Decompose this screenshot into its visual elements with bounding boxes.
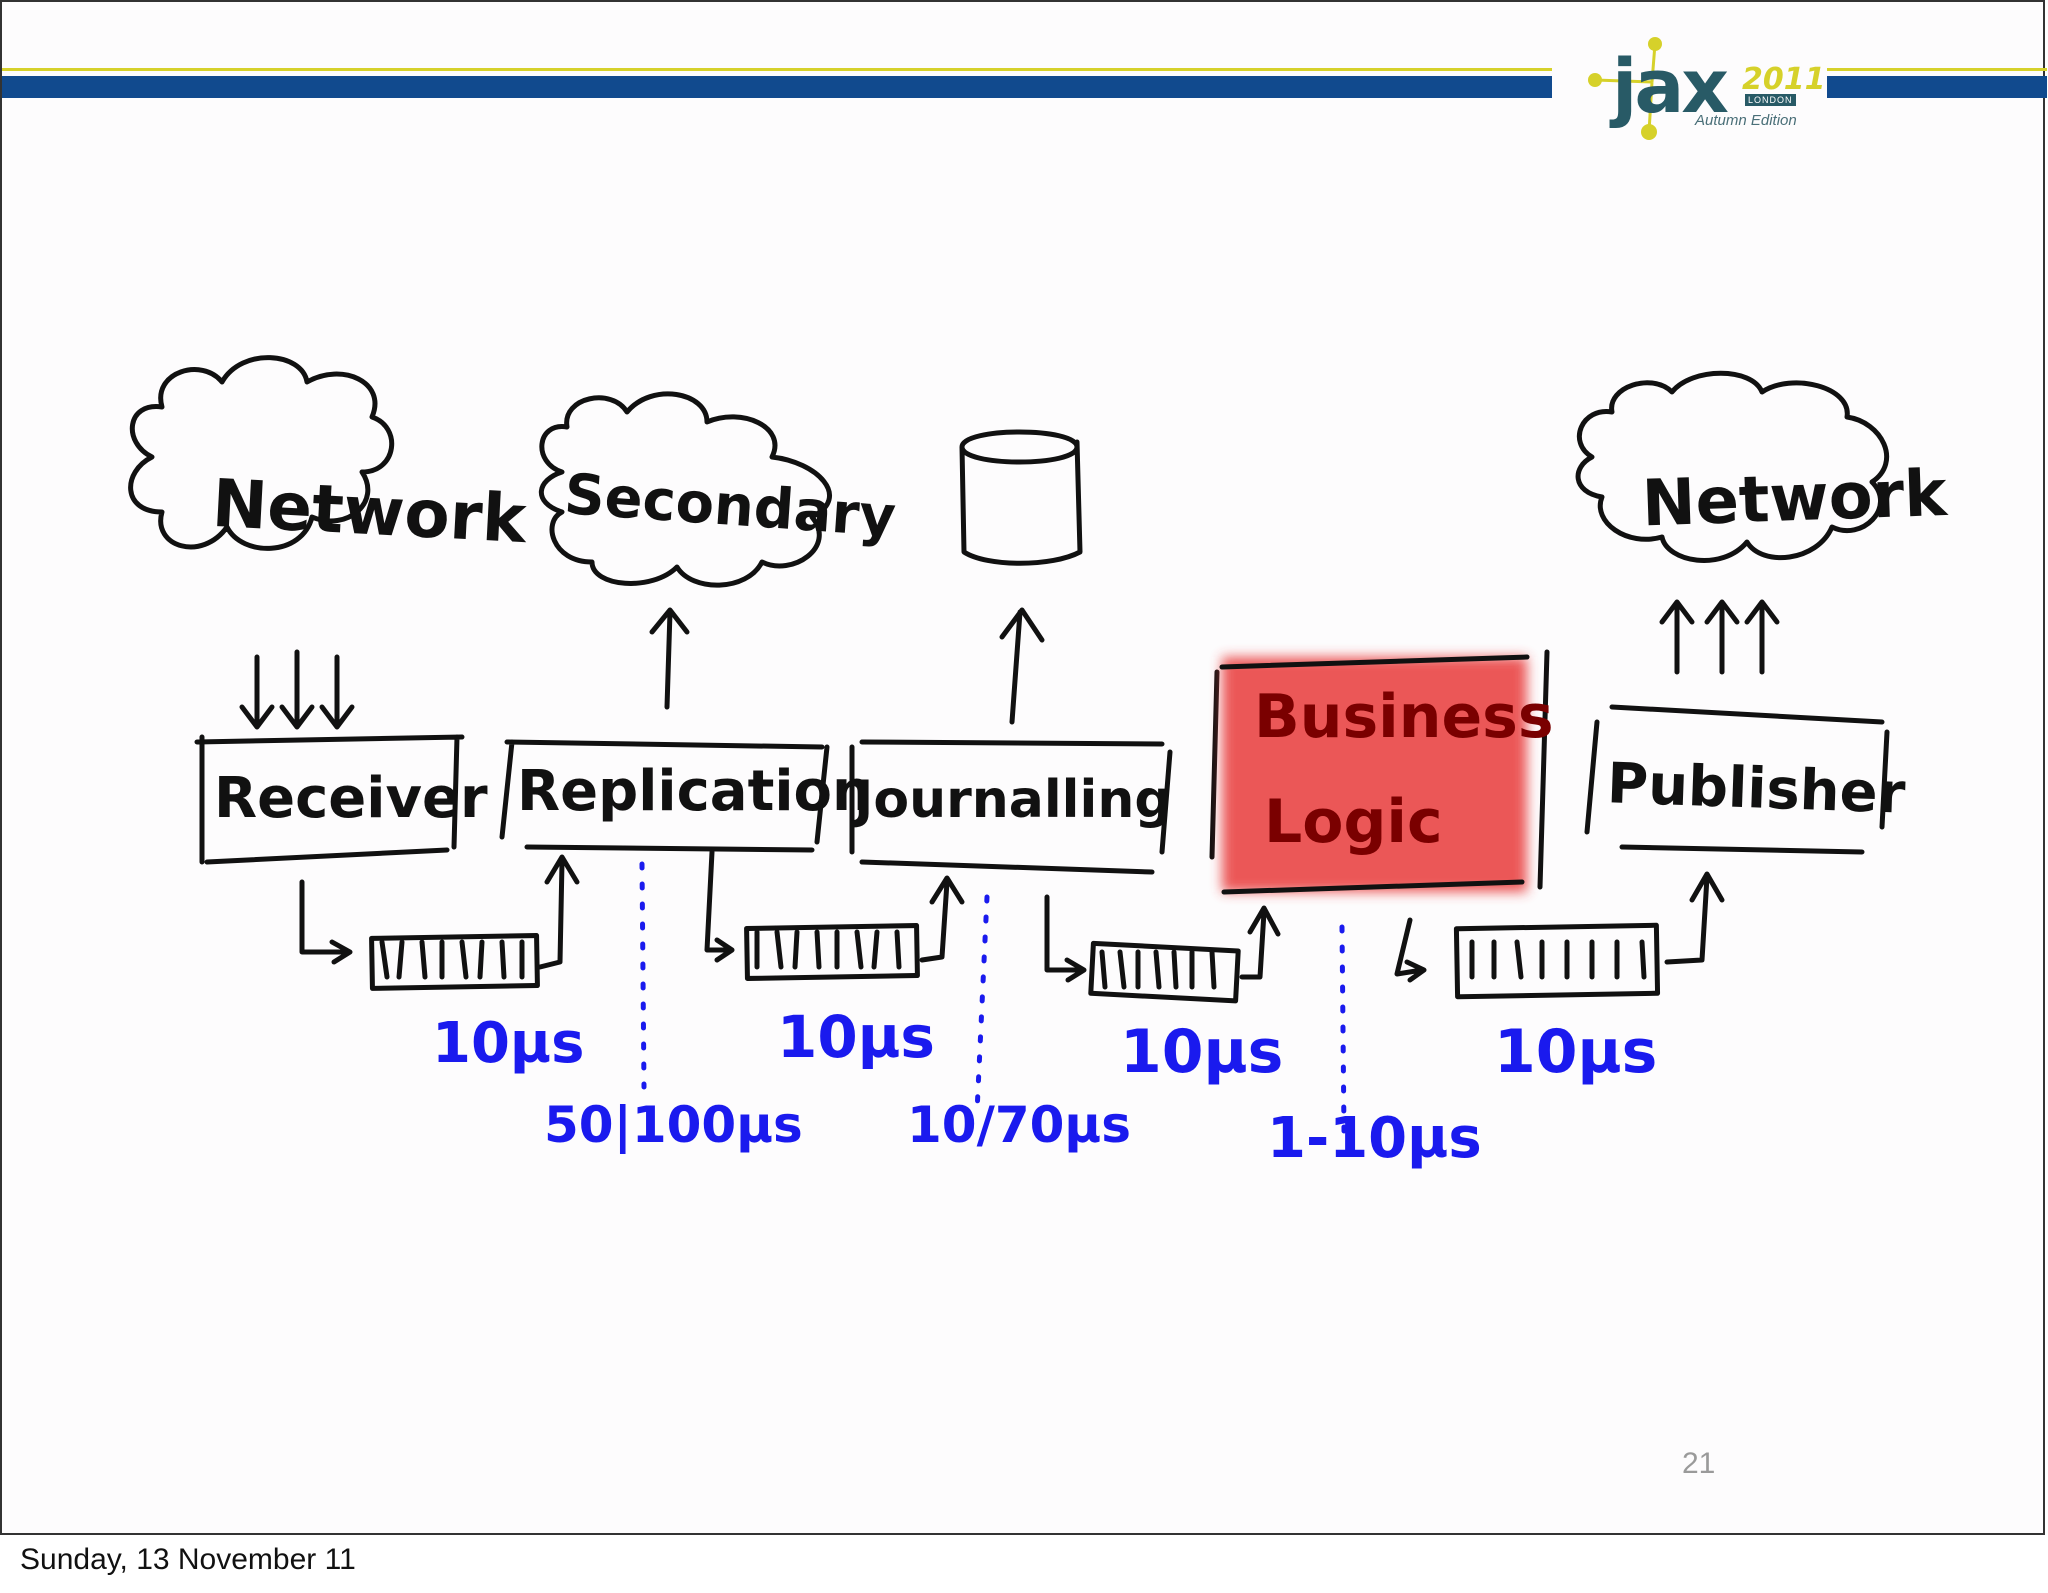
queue-1-latency: 10µs	[432, 1011, 584, 1076]
receiver-label: Receiver	[214, 766, 488, 831]
logo-wordmark: jax	[1612, 44, 1729, 130]
logo-year: 2011	[1742, 62, 1826, 97]
header-thin-line-right	[1827, 68, 2047, 71]
publisher-box	[1584, 704, 1890, 855]
header-band-left	[2, 76, 1552, 98]
disk-icon	[959, 429, 1083, 566]
queue-1	[369, 933, 540, 991]
journalling-box	[849, 739, 1173, 875]
disruptor-pipeline-diagram: Network Secondary Network Receiver Repli…	[128, 355, 1950, 1171]
molecule-icon	[1588, 37, 1662, 140]
queue-4	[1453, 922, 1661, 1000]
slide-number: 21	[1682, 1447, 1716, 1480]
header-band-right	[1827, 76, 2047, 98]
business-logic-latency: 1-10µs	[1267, 1106, 1482, 1171]
queue-3	[1088, 940, 1241, 1004]
queue-4-latency: 10µs	[1494, 1017, 1657, 1087]
business-logic-box	[1209, 649, 1550, 890]
network-out-cloud	[1575, 370, 1890, 563]
publisher-label: Publisher	[1606, 751, 1907, 826]
business-logic-label-line2: Logic	[1264, 787, 1443, 857]
network-in-cloud	[128, 355, 395, 551]
queue-2	[744, 923, 920, 981]
queue-2-latency: 10µs	[777, 1003, 935, 1071]
network-in-label: Network	[210, 465, 530, 558]
business-logic-label-line1: Business	[1254, 682, 1554, 752]
logo-edition: Autumn Edition	[1695, 112, 1797, 129]
business-logic-highlight	[1222, 657, 1527, 892]
journalling-latency: 10/70µs	[907, 1096, 1131, 1154]
secondary-label: Secondary	[562, 462, 898, 550]
footer-date: Sunday, 13 November 11	[20, 1543, 356, 1576]
queue-3-latency: 10µs	[1120, 1017, 1283, 1087]
replication-box	[499, 739, 830, 853]
replication-label: Replication	[517, 759, 872, 824]
network-out-label: Network	[1641, 457, 1950, 542]
receiver-box	[194, 734, 465, 865]
journalling-label: Journalling	[851, 770, 1172, 830]
header-thin-line-left	[2, 68, 1552, 71]
logo-city: LONDON	[1745, 94, 1796, 106]
secondary-cloud	[538, 391, 832, 588]
replication-latency: 50|100µs	[544, 1096, 803, 1154]
jax-logo: jax 2011 LONDON Autumn Edition	[1577, 32, 1827, 152]
slide: jax 2011 LONDON Autumn Edition	[0, 0, 2047, 1535]
